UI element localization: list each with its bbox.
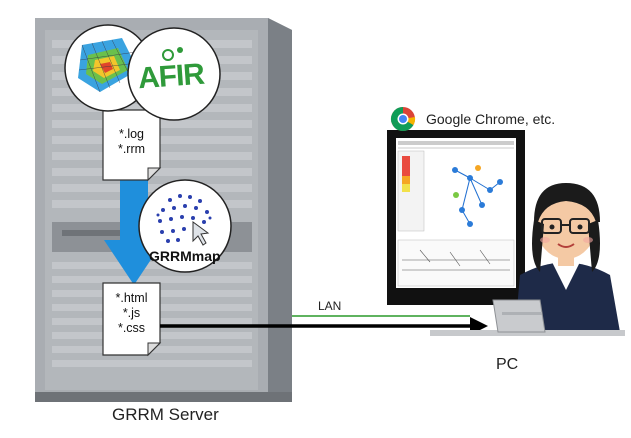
grrmmap-circle [138,179,232,273]
cursor-icon [192,221,210,246]
output-files-text: *.html *.js *.css [103,291,160,336]
input-file-rrm: *.rrm [117,142,146,156]
afir-logo-circle [127,27,221,121]
input-files-text: *.log *.rrm [103,127,160,157]
pc-label: PC [496,356,519,373]
monitor [387,130,525,305]
globe-dots-icon [156,194,212,243]
output-file-js: *.js [122,306,141,320]
laptop-desk [430,299,625,336]
afir-logo-text: AFIR [136,57,206,96]
output-file-html: *.html [115,291,148,305]
output-file-doc [102,282,162,357]
pes-surface-image [64,24,152,112]
chrome-icon [390,107,416,132]
browser-label: Google Chrome, etc. [426,111,556,127]
output-file-css: *.css [117,321,146,335]
server-label: GRRM Server [112,405,219,424]
grrmmap-label: GRRMmap [149,248,221,264]
lan-label: LAN [318,299,342,313]
input-file-log: *.log [118,127,145,141]
